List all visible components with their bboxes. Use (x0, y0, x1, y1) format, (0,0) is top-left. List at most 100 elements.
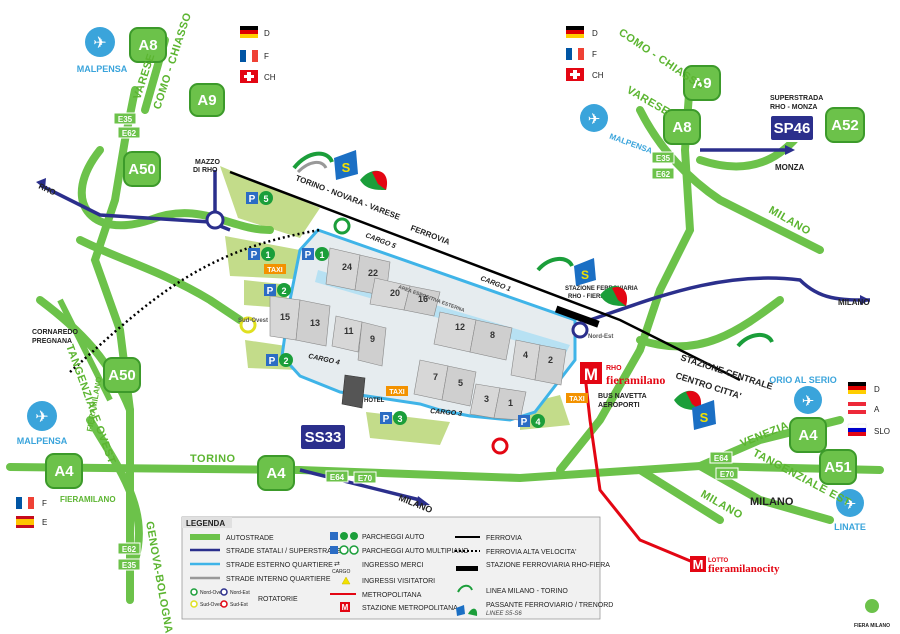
flags-left: F E (16, 497, 47, 528)
airport-malpensa-top: ✈ MALPENSA (77, 27, 128, 74)
euro-shields: E35 E62 E35 E62 E64 E70 E64 E70 E62 E35 (113, 112, 739, 571)
svg-text:24: 24 (342, 262, 352, 272)
airport-malpensa-left: ✈ MALPENSA (17, 401, 68, 446)
svg-text:7: 7 (433, 372, 438, 382)
arrow-milano-east (860, 295, 870, 305)
flags-top: D F CH (240, 26, 276, 83)
svg-text:CORNAREDO: CORNAREDO (32, 329, 78, 336)
svg-text:E35: E35 (122, 561, 137, 570)
taxi-markers: TAXI TAXI TAXI (264, 264, 588, 403)
italo-logo-station (600, 286, 628, 306)
shield-a8-top: A8 (129, 27, 167, 63)
svg-text:P: P (249, 194, 256, 205)
svg-text:Nord-Est: Nord-Est (230, 590, 250, 596)
svg-text:E: E (42, 518, 47, 527)
svg-text:15: 15 (280, 312, 290, 322)
svg-text:A50: A50 (128, 161, 156, 178)
svg-text:5: 5 (458, 378, 463, 388)
svg-text:E70: E70 (720, 470, 735, 479)
svg-text:M: M (693, 557, 704, 572)
hall-13 (295, 299, 331, 347)
parking-p3: P 3 (380, 411, 407, 425)
hall-9 (357, 321, 387, 367)
trenord-s-logo-top: S (334, 150, 358, 180)
shield-a4-center: A4 (257, 455, 295, 491)
metro-station-lotto: M LOTTO fieramilanocity (690, 556, 780, 575)
italo-logo-centrale (674, 390, 702, 410)
shield-a50-top: A50 (123, 151, 161, 187)
svg-text:STAZIONE FERROVIARIA: STAZIONE FERROVIARIA (565, 286, 639, 292)
svg-text:1: 1 (508, 398, 513, 408)
airplane-icon: ✈ (802, 393, 815, 410)
hotel-building (341, 374, 366, 409)
svg-text:4: 4 (523, 350, 528, 360)
svg-text:MALPENSA: MALPENSA (17, 436, 68, 446)
svg-text:LINEE S5-S6: LINEE S5-S6 (486, 611, 522, 617)
svg-text:12: 12 (455, 322, 465, 332)
svg-text:RHO: RHO (606, 365, 622, 372)
roundabout-nord-ovest (333, 217, 351, 235)
svg-text:METROPOLITANA: METROPOLITANA (362, 592, 422, 599)
svg-text:S: S (700, 410, 709, 425)
trenitalia-logo-centrale (736, 333, 774, 348)
svg-text:5: 5 (263, 194, 268, 204)
svg-text:D: D (874, 385, 880, 394)
parking-p1a: P 1 (248, 247, 275, 261)
parking-p4: P 4 (518, 414, 545, 428)
svg-text:MILANO: MILANO (397, 493, 434, 516)
parking-p2b: P 2 (266, 353, 293, 367)
svg-text:TAXI: TAXI (389, 389, 404, 396)
svg-text:STRADE INTERNO QUARTIERE: STRADE INTERNO QUARTIERE (226, 576, 331, 583)
svg-text:3: 3 (484, 394, 489, 404)
halls (269, 247, 567, 421)
legend-col2: PARCHEGGI AUTO PARCHEGGI AUTO MULTIPIANO… (330, 532, 469, 612)
svg-text:F: F (592, 50, 597, 59)
shield-a4-right: A4 (789, 417, 827, 453)
svg-text:2: 2 (548, 355, 553, 365)
svg-text:fieramilanocity: fieramilanocity (708, 563, 780, 575)
svg-text:A51: A51 (824, 459, 852, 476)
roundabout-nord-est (571, 321, 589, 339)
flags-orio: D A SLO (847, 382, 890, 436)
high-speed-railway (69, 228, 321, 373)
svg-text:9: 9 (370, 334, 375, 344)
metro-station-rho-fieramilano: M RHO fieramilano BUS NAVETTA AEROPORTI (580, 362, 665, 409)
svg-text:E35: E35 (118, 115, 133, 124)
svg-text:PARCHEGGI AUTO MULTIPIANO: PARCHEGGI AUTO MULTIPIANO (362, 548, 469, 555)
svg-text:ORIO AL SERIO: ORIO AL SERIO (769, 375, 837, 385)
svg-text:E64: E64 (330, 473, 345, 482)
svg-text:E64: E64 (714, 454, 729, 463)
svg-text:A50: A50 (108, 367, 136, 384)
svg-text:COMO - CHIASSO: COMO - CHIASSO (616, 27, 707, 93)
svg-text:SLO: SLO (874, 427, 890, 436)
svg-text:4: 4 (535, 417, 540, 427)
railway-station-rho-fiera (554, 305, 600, 328)
svg-text:LEGENDA: LEGENDA (186, 519, 225, 528)
svg-text:MALPENSA: MALPENSA (608, 132, 653, 156)
metro-line (583, 374, 701, 567)
tangenziale-ovest (57, 298, 113, 402)
airplane-icon: ✈ (35, 409, 48, 426)
svg-text:P: P (267, 286, 274, 297)
svg-text:20: 20 (390, 288, 400, 298)
svg-text:CH: CH (592, 71, 604, 80)
svg-text:LINEA MILANO - TORINO: LINEA MILANO - TORINO (486, 588, 568, 595)
svg-text:STRADE STATALI / SUPERSTRADE: STRADE STATALI / SUPERSTRADE (226, 548, 342, 555)
svg-text:A52: A52 (831, 117, 859, 134)
svg-text:E62: E62 (656, 170, 671, 179)
svg-text:M: M (584, 365, 598, 384)
svg-text:LOTTO: LOTTO (708, 558, 729, 564)
parking-p2a: P 2 (264, 283, 291, 297)
svg-text:FIERA MILANO: FIERA MILANO (854, 623, 890, 629)
svg-text:FIERAMILANO: FIERAMILANO (60, 495, 116, 504)
shield-a4-left: A4 (45, 453, 83, 489)
svg-text:ROTATORIE: ROTATORIE (258, 596, 298, 603)
svg-text:A8: A8 (138, 37, 157, 54)
svg-text:22: 22 (368, 268, 378, 278)
svg-text:P: P (251, 250, 258, 261)
svg-text:Sud-Ovest: Sud-Ovest (200, 602, 224, 608)
svg-text:2: 2 (281, 286, 286, 296)
airport-linate: ✈ LINATE (834, 489, 866, 532)
shield-a8-right: A8 (663, 109, 701, 145)
